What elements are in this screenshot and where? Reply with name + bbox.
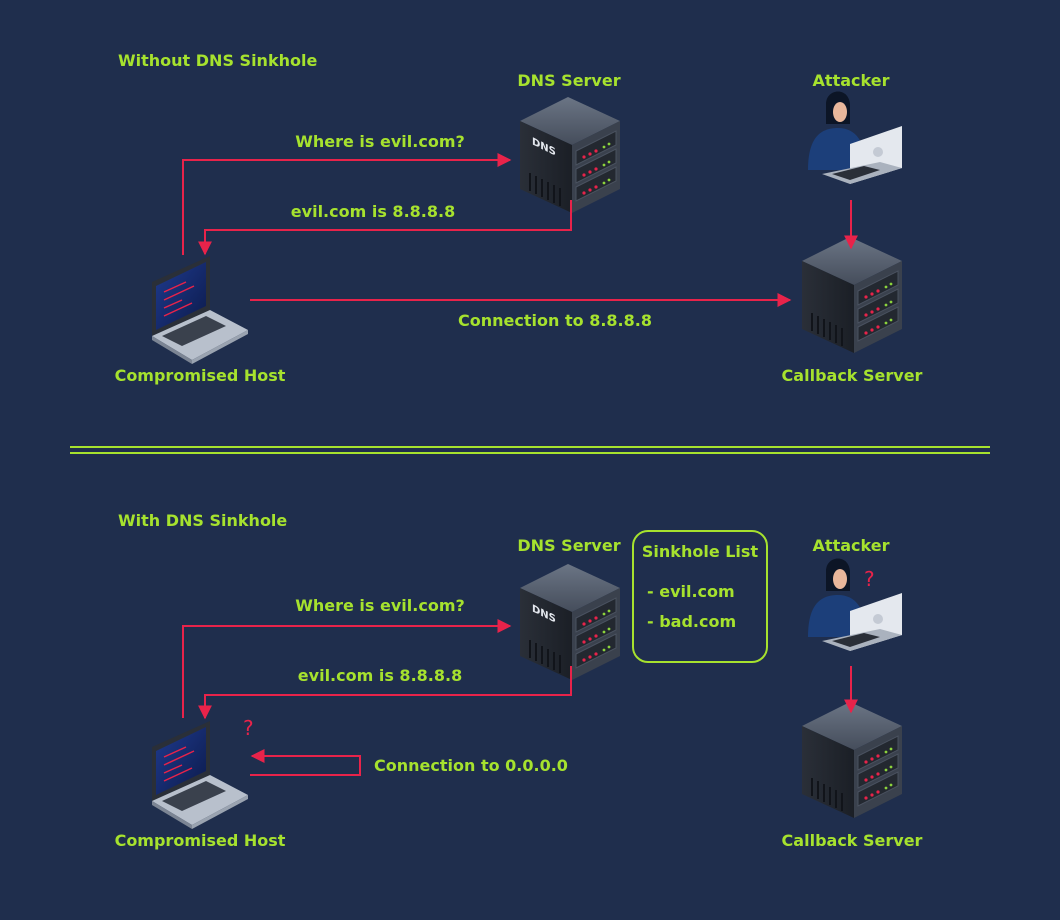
dns-server-icon [519,563,621,681]
attacker-label: Attacker [812,536,890,555]
answer-arrow [198,200,572,256]
answer-label: evil.com is 8.8.8.8 [290,202,456,221]
answer-label: evil.com is 8.8.8.8 [297,666,463,685]
dns-server-label: DNS Server [517,536,621,555]
callback-server-label: Callback Server [781,366,923,385]
dns-server-label: DNS Server [517,71,621,90]
section-heading: With DNS Sinkhole [118,511,288,530]
callback-server-icon [801,701,903,819]
query-arrow [182,153,512,255]
answer-arrow [198,666,572,720]
connection-label: Connection to 0.0.0.0 [374,756,568,775]
question-mark-attacker: ? [864,567,875,591]
loopback-connection-arrow [250,749,361,776]
sinkhole-list-box: Sinkhole List - evil.com - bad.com [632,530,768,663]
compromised-host-label: Compromised Host [114,366,286,385]
question-mark-host: ? [243,716,254,740]
laptop-icon [151,720,249,830]
laptop-icon [151,255,249,365]
sinkhole-list-item: - evil.com [647,582,735,601]
section-with-sinkhole [151,558,903,830]
sinkhole-list-title: Sinkhole List [641,542,759,561]
section-without-sinkhole [151,91,903,365]
compromised-host-label: Compromised Host [114,831,286,850]
callback-server-icon [801,236,903,354]
attacker-icon [808,91,902,184]
dns-server-icon [519,96,621,214]
connection-label: Connection to 8.8.8.8 [458,311,652,330]
section-heading: Without DNS Sinkhole [118,51,318,70]
attacker-label: Attacker [812,71,890,90]
callback-server-label: Callback Server [781,831,923,850]
attacker-icon [808,558,902,651]
query-label: Where is evil.com? [295,132,465,151]
query-label: Where is evil.com? [295,596,465,615]
query-arrow [182,619,512,718]
sinkhole-list-item: - bad.com [647,612,737,631]
